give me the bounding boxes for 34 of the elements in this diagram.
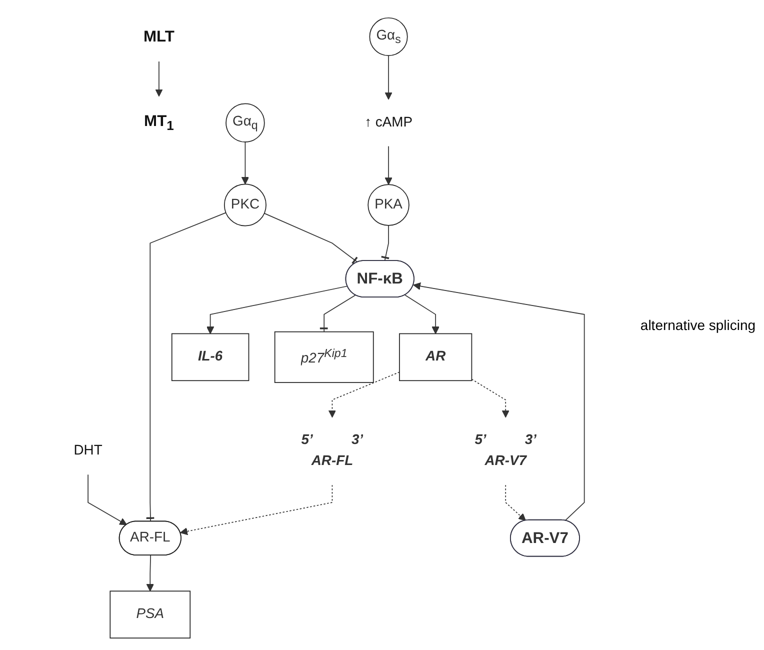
node-text: ↑ cAMP xyxy=(364,114,412,130)
arrow xyxy=(328,372,400,418)
connector xyxy=(319,294,356,332)
node-circle: Gα$_{s}$ xyxy=(369,17,408,56)
arrow xyxy=(146,555,154,592)
node-box: AR xyxy=(399,333,472,382)
node-circle: Gα$_{q}$ xyxy=(226,103,265,142)
arrow xyxy=(180,484,333,536)
arrow xyxy=(505,484,526,521)
arrow xyxy=(471,378,510,418)
arrow xyxy=(155,61,163,97)
node-text: AR-V7 xyxy=(484,454,526,469)
node-text: MT$_{1}$ xyxy=(144,112,174,134)
connector xyxy=(380,224,390,262)
arrow xyxy=(384,146,392,185)
arrow xyxy=(384,55,392,100)
node-circle: PKC xyxy=(224,184,266,226)
node-label: 5’ 3’ xyxy=(301,432,364,448)
node-label: 5’ 3’ xyxy=(474,432,537,448)
note-text: alternative splicing xyxy=(639,317,757,333)
node-circle: PKA xyxy=(368,184,410,226)
node-text: MLT xyxy=(143,28,174,45)
arrow xyxy=(206,286,348,334)
arrow xyxy=(413,282,585,522)
arrow xyxy=(88,474,128,526)
arrow xyxy=(404,294,440,334)
node-box: p27$^{Kip1}$ xyxy=(274,331,374,383)
arrow xyxy=(241,142,250,184)
node-box: IL-6 xyxy=(171,333,250,382)
connector xyxy=(145,212,226,522)
connector xyxy=(264,212,358,264)
node-box: PSA xyxy=(110,590,191,638)
node-text: AR-FL xyxy=(311,454,354,469)
node-text: DHT xyxy=(74,443,102,458)
